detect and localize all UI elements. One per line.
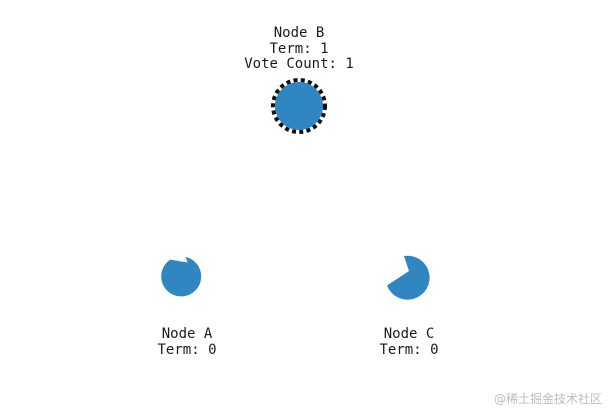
node-a[interactable]	[161, 256, 202, 297]
node-b-dotted-ring	[271, 78, 327, 134]
watermark: @稀土掘金技术社区	[493, 392, 602, 406]
node-b-vote-count: Vote Count: 1	[244, 56, 354, 72]
node-c-circle	[387, 255, 430, 300]
node-c[interactable]	[387, 255, 430, 300]
node-c-term: Term: 0	[379, 341, 439, 358]
node-b-name: Node B	[273, 25, 325, 41]
node-a-circle	[161, 256, 202, 297]
node-b[interactable]	[271, 78, 327, 134]
node-a-label: Node A Term: 0	[157, 326, 217, 358]
node-a-name: Node A	[161, 326, 213, 342]
node-c-label: Node C Term: 0	[379, 326, 439, 358]
node-b-label: Node B Term: 1 Vote Count: 1	[244, 25, 354, 73]
node-b-term: Term: 1	[269, 40, 329, 57]
node-b-circle	[275, 82, 323, 130]
node-a-term: Term: 0	[157, 341, 217, 358]
node-c-name: Node C	[383, 326, 435, 342]
